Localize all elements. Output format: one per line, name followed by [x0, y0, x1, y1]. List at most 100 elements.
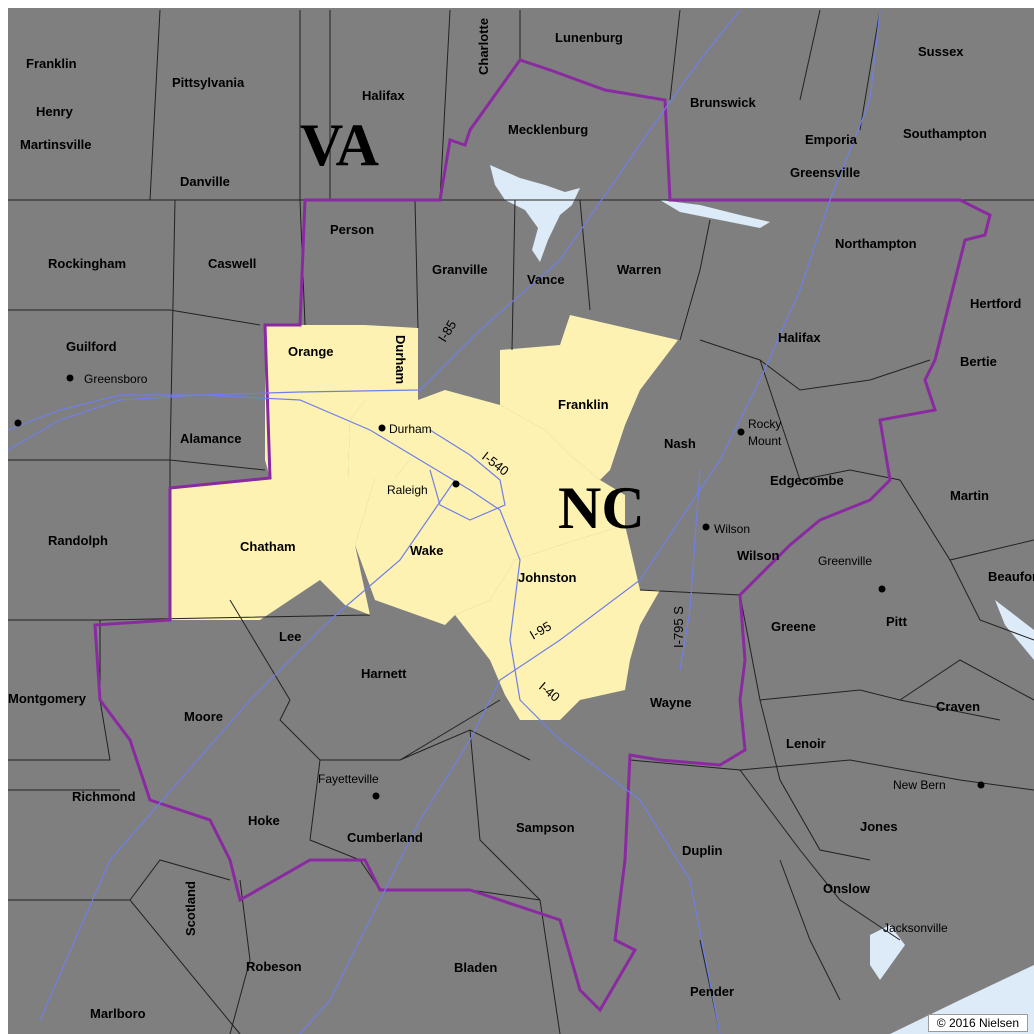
county-shape-johnston: [455, 525, 660, 720]
route-i795: [679, 469, 701, 671]
county-label-craven: Craven: [936, 699, 980, 714]
city-label-durham: Durham: [389, 422, 432, 436]
county-label-vance: Vance: [527, 272, 565, 287]
county-label-halifax-nc: Halifax: [778, 330, 821, 345]
city-dot-new-bern: [977, 781, 985, 789]
county-label-guilford: Guilford: [66, 339, 117, 354]
state-label-nc: NC: [558, 475, 645, 541]
market-counties: [170, 315, 678, 720]
county-label-mecklenburg: Mecklenburg: [508, 122, 588, 137]
county-label-henry: Henry: [36, 104, 74, 119]
county-label-durham: Durham: [393, 335, 408, 384]
county-label-southampton: Southampton: [903, 126, 987, 141]
route-us1: [39, 479, 456, 1021]
route-i85: [7, 9, 741, 431]
county-label-lunenburg: Lunenburg: [555, 30, 623, 45]
route-i95: [299, 9, 881, 1034]
county-labels: Franklin Henry Martinsville Pittsylvania…: [8, 18, 1034, 1021]
new-river: [870, 925, 905, 980]
copyright-credit: © 2016 Nielsen: [927, 1014, 1028, 1032]
city-label-jacksonville: Jacksonville: [883, 921, 948, 935]
county-label-richmond: Richmond: [72, 789, 136, 804]
county-label-rockingham: Rockingham: [48, 256, 126, 271]
county-label-scotland: Scotland: [183, 881, 198, 936]
county-label-greene: Greene: [771, 619, 816, 634]
county-label-northampton: Northampton: [835, 236, 917, 251]
interstate-routes: [7, 9, 881, 1034]
county-label-lee: Lee: [279, 629, 301, 644]
county-shape-wake: [355, 390, 625, 625]
city-label-greenville: Greenville: [818, 554, 872, 568]
county-label-chatham: Chatham: [240, 539, 296, 554]
county-label-franklin-va: Franklin: [26, 56, 77, 71]
county-label-alamance: Alamance: [180, 431, 241, 446]
county-label-wake: Wake: [410, 543, 443, 558]
county-label-hertford: Hertford: [970, 296, 1021, 311]
county-label-person: Person: [330, 222, 374, 237]
route-i540: [429, 429, 506, 521]
county-label-warren: Warren: [617, 262, 661, 277]
city-label-greensboro: Greensboro: [84, 372, 148, 386]
route-i40: [7, 394, 721, 1034]
county-label-bertie: Bertie: [960, 354, 997, 369]
city-dot-greensboro: [66, 374, 74, 382]
kerr-lake: [490, 165, 580, 262]
city-dot-winston-salem: [14, 419, 22, 427]
county-shape-franklin: [500, 315, 678, 480]
county-label-harnett: Harnett: [361, 666, 407, 681]
county-label-sampson: Sampson: [516, 820, 575, 835]
city-label-raleigh: Raleigh: [387, 483, 428, 497]
city-dot-raleigh: [452, 480, 460, 488]
county-label-wilson: Wilson: [737, 548, 780, 563]
county-label-nash: Nash: [664, 436, 696, 451]
city-label-fayetteville: Fayetteville: [318, 772, 379, 786]
county-label-danville: Danville: [180, 174, 230, 189]
county-label-randolph: Randolph: [48, 533, 108, 548]
county-label-greensville: Greensville: [790, 165, 860, 180]
county-label-montgomery: Montgomery: [8, 691, 87, 706]
county-label-pender: Pender: [690, 984, 734, 999]
county-label-edgecombe: Edgecombe: [770, 473, 844, 488]
county-label-charlotte: Charlotte: [476, 18, 491, 75]
county-label-bladen: Bladen: [454, 960, 497, 975]
county-label-caswell: Caswell: [208, 256, 256, 271]
county-label-beaufort: Beaufort: [988, 569, 1034, 584]
city-markers: [14, 374, 985, 800]
city-label-new-bern: New Bern: [893, 778, 946, 792]
city-dot-wilson: [702, 523, 710, 531]
county-label-martin: Martin: [950, 488, 989, 503]
city-label-wilson: Wilson: [714, 522, 750, 536]
county-label-lenoir: Lenoir: [786, 736, 826, 751]
county-label-franklin-nc: Franklin: [558, 397, 609, 412]
county-label-moore: Moore: [184, 709, 223, 724]
state-label-va: VA: [300, 112, 379, 178]
county-shape-chatham: [170, 478, 375, 620]
county-label-cumberland: Cumberland: [347, 830, 423, 845]
county-label-pittsylvania: Pittsylvania: [172, 75, 245, 90]
pamlico-river: [995, 600, 1034, 660]
county-label-brunswick: Brunswick: [690, 95, 757, 110]
county-label-duplin: Duplin: [682, 843, 722, 858]
county-label-wayne: Wayne: [650, 695, 691, 710]
county-label-marlboro: Marlboro: [90, 1006, 146, 1021]
city-dot-fayetteville: [372, 792, 380, 800]
county-label-johnston: Johnston: [518, 570, 577, 585]
city-dot-durham: [378, 424, 386, 432]
city-dot-greenville: [878, 585, 886, 593]
state-border: [93, 58, 992, 1013]
route-label-i795: I-795 S: [671, 606, 686, 648]
city-label-rocky: Rocky: [748, 417, 781, 431]
county-label-sussex: Sussex: [918, 44, 964, 59]
county-shape-orange: [265, 325, 365, 478]
county-label-orange: Orange: [288, 344, 334, 359]
city-labels: Greensboro Durham Raleigh Rocky Mount Wi…: [84, 372, 948, 935]
county-label-emporia: Emporia: [805, 132, 858, 147]
city-dot-rocky-mount: [737, 428, 745, 436]
county-label-jones: Jones: [860, 819, 898, 834]
city-label-mount: Mount: [748, 434, 782, 448]
county-label-martinsville: Martinsville: [20, 137, 92, 152]
county-label-halifax-va: Halifax: [362, 88, 405, 103]
county-label-robeson: Robeson: [246, 959, 302, 974]
county-label-onslow: Onslow: [823, 881, 871, 896]
